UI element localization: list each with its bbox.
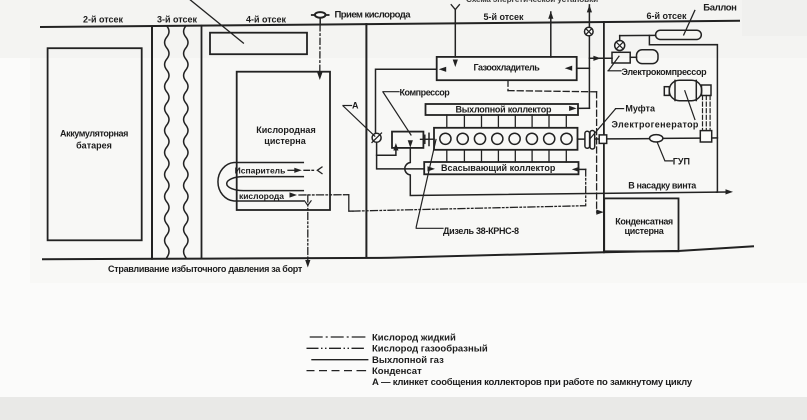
svg-text:батарея: батарея <box>76 141 112 151</box>
svg-text:Компрессор: Компрессор <box>400 88 451 98</box>
svg-text:Аккумуляторная: Аккумуляторная <box>60 129 128 139</box>
svg-text:Стравливание избыточного давле: Стравливание избыточного давления за бор… <box>108 264 303 274</box>
svg-text:ГУП: ГУП <box>673 156 690 166</box>
svg-text:Всасывающий коллектор: Всасывающий коллектор <box>441 163 556 173</box>
svg-text:цистерна: цистерна <box>624 226 664 236</box>
svg-text:Муфта: Муфта <box>625 104 656 114</box>
svg-text:Конденсат: Конденсат <box>372 366 422 377</box>
svg-text:Газоохладитель: Газоохладитель <box>474 63 541 73</box>
svg-text:6-й отсек: 6-й отсек <box>646 11 687 21</box>
svg-text:А: А <box>352 101 359 111</box>
svg-text:Баллон: Баллон <box>703 3 737 14</box>
svg-text:5-й отсек: 5-й отсек <box>483 12 524 22</box>
svg-text:Кислородная: Кислородная <box>256 125 315 135</box>
svg-text:Электрогенератор: Электрогенератор <box>612 120 699 130</box>
svg-text:Прием кислорода: Прием кислорода <box>335 10 412 21</box>
svg-text:цистерна: цистерна <box>264 136 306 146</box>
svg-text:Электрокомпрессор: Электрокомпрессор <box>622 67 708 77</box>
svg-text:В насадку винта: В насадку винта <box>628 181 697 191</box>
svg-text:2-й отсек: 2-й отсек <box>83 15 124 25</box>
svg-text:Дизель 38-КРНС-8: Дизель 38-КРНС-8 <box>443 226 519 236</box>
svg-text:4-й отсек: 4-й отсек <box>246 14 287 24</box>
svg-text:Конденсатная: Конденсатная <box>615 216 673 226</box>
svg-text:Кислород жидкий: Кислород жидкий <box>372 332 456 343</box>
svg-text:Схема энергетической установки: Схема энергетической установки <box>466 0 598 4</box>
svg-text:кислорода: кислорода <box>239 191 284 201</box>
svg-text:Кислород газообразный: Кислород газообразный <box>372 344 488 355</box>
svg-text:А — клинкет сообщения коллекто: А — клинкет сообщения коллекторов при ра… <box>372 377 693 388</box>
svg-text:Испаритель: Испаритель <box>235 166 286 176</box>
svg-text:Выхлопной газ: Выхлопной газ <box>372 355 444 366</box>
svg-text:Выхлопной коллектор: Выхлопной коллектор <box>456 105 552 115</box>
svg-text:3-й отсек: 3-й отсек <box>157 15 198 25</box>
